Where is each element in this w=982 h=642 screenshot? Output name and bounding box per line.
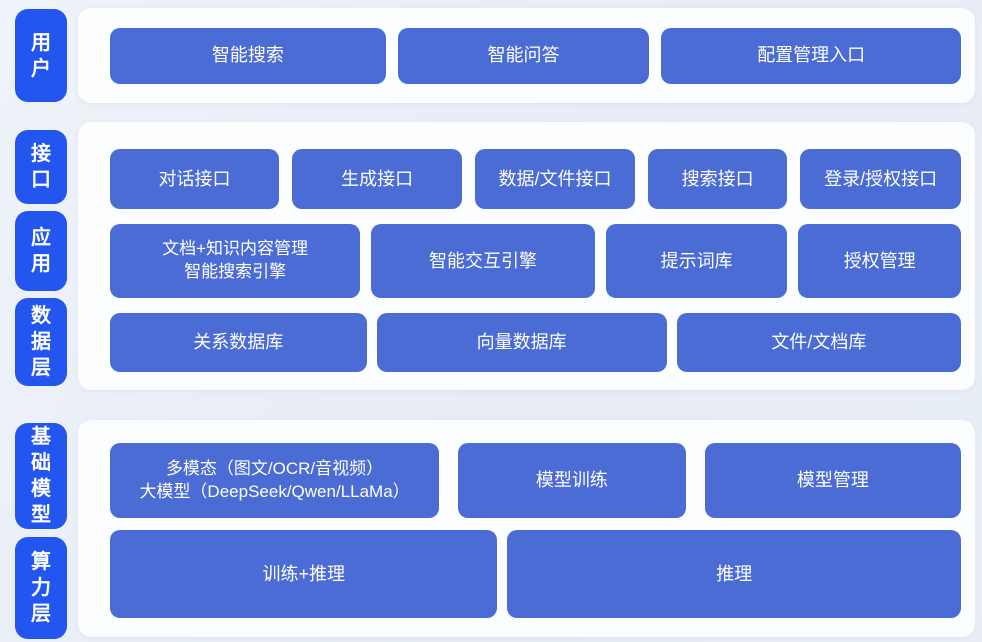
interface-row: 对话接口 生成接口 数据/文件接口 搜索接口 登录/授权接口 — [110, 149, 961, 209]
layer-label-compute: 算力层 — [15, 537, 67, 639]
box-intelligent-qa: 智能问答 — [397, 27, 650, 84]
layer-label-user-text: 用户 — [31, 31, 51, 80]
box-training-plus-inference: 训练+推理 — [110, 530, 498, 618]
bottom-label-column: 基础模型 算力层 — [15, 420, 67, 639]
layer-label-interface: 接口 — [15, 130, 67, 204]
box-login-auth-api: 登录/授权接口 — [800, 149, 961, 209]
box-config-management-entry: 配置管理入口 — [661, 27, 962, 84]
user-layer-row: 智能搜索 智能问答 配置管理入口 — [110, 27, 962, 84]
bottom-layers-panel: 多模态（图文/OCR/音视频） 大模型（DeepSeek/Qwen/LLaMa）… — [78, 420, 975, 637]
foundation-model-row: 多模态（图文/OCR/音视频） 大模型（DeepSeek/Qwen/LLaMa）… — [110, 443, 961, 518]
layer-label-foundation-model: 基础模型 — [15, 423, 67, 529]
user-label-column: 用户 — [15, 8, 67, 103]
middle-layers-panel: 对话接口 生成接口 数据/文件接口 搜索接口 登录/授权接口 文档+知识内容管理… — [78, 122, 975, 390]
layer-label-application: 应用 — [15, 211, 67, 291]
application-row: 文档+知识内容管理 智能搜索引擎 智能交互引擎 提示词库 授权管理 — [110, 224, 961, 298]
box-intelligent-search: 智能搜索 — [110, 27, 386, 84]
box-data-file-api: 数据/文件接口 — [475, 149, 635, 209]
layer-label-foundation-model-text: 基础模型 — [31, 426, 51, 526]
middle-label-column: 接口 应用 数据层 — [15, 122, 67, 390]
box-search-api: 搜索接口 — [647, 149, 788, 209]
layer-label-data-text: 数据层 — [31, 305, 51, 379]
box-vector-database: 向量数据库 — [376, 313, 667, 372]
box-prompt-library: 提示词库 — [605, 224, 788, 298]
box-doc-knowledge-search-engine: 文档+知识内容管理 智能搜索引擎 — [110, 224, 361, 298]
box-generation-api: 生成接口 — [292, 149, 463, 209]
layer-label-compute-text: 算力层 — [31, 551, 51, 625]
user-layer-band: 用户 智能搜索 智能问答 配置管理入口 — [15, 8, 975, 103]
box-intelligent-interaction-engine: 智能交互引擎 — [371, 224, 595, 298]
box-inference: 推理 — [507, 530, 961, 618]
compute-row: 训练+推理 推理 — [110, 530, 961, 618]
data-row: 关系数据库 向量数据库 文件/文档库 — [110, 313, 962, 372]
box-authorization-management: 授权管理 — [798, 224, 961, 298]
layer-label-user: 用户 — [15, 9, 67, 102]
user-layer-panel: 智能搜索 智能问答 配置管理入口 — [78, 8, 975, 103]
box-relational-database: 关系数据库 — [110, 313, 367, 372]
box-multimodal-large-model: 多模态（图文/OCR/音视频） 大模型（DeepSeek/Qwen/LLaMa） — [110, 443, 440, 518]
box-model-training: 模型训练 — [458, 443, 686, 518]
box-file-document-store: 文件/文档库 — [676, 313, 962, 372]
middle-layers-band: 接口 应用 数据层 对话接口 生成接口 数据/文件接口 搜索接口 登录/授权接口… — [15, 122, 975, 390]
layer-label-data: 数据层 — [15, 298, 67, 386]
box-model-management: 模型管理 — [704, 443, 961, 518]
box-dialog-api: 对话接口 — [110, 149, 280, 209]
layer-label-application-text: 应用 — [31, 227, 51, 275]
layer-label-interface-text: 接口 — [31, 143, 51, 191]
bottom-layers-band: 基础模型 算力层 多模态（图文/OCR/音视频） 大模型（DeepSeek/Qw… — [15, 420, 975, 639]
